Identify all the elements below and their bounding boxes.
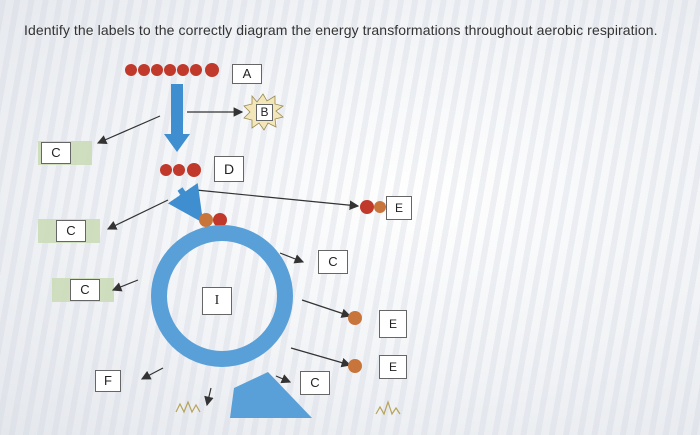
label-i[interactable]: I <box>202 287 232 315</box>
label-e-1[interactable]: E <box>386 196 412 220</box>
glucose-six-carbon-dots <box>125 63 219 77</box>
arrow-to-c-left-3 <box>111 279 139 292</box>
krebs-cycle-outflow <box>230 372 312 418</box>
arrow-to-c-left-1 <box>96 115 161 145</box>
label-c-right-2[interactable]: C <box>300 371 330 395</box>
co2-dots-mid <box>348 311 362 325</box>
pyruvate-three-carbon-dots <box>160 163 201 177</box>
label-b[interactable]: B <box>256 104 273 121</box>
energy-burst-icon <box>375 400 401 416</box>
arrow-to-f <box>140 367 164 380</box>
label-a[interactable]: A <box>232 64 262 84</box>
krebs-cycle-ring <box>151 225 293 367</box>
label-c-left-2[interactable]: C <box>56 220 86 242</box>
acetyl-two-carbon-dots <box>199 213 227 227</box>
energy-burst-icon <box>175 400 201 414</box>
co2-dots-bottom <box>348 359 362 373</box>
label-c-right-1[interactable]: C <box>318 250 348 274</box>
arrow-to-c-right-2 <box>275 374 292 384</box>
arrow-to-co2-bottom <box>290 347 352 368</box>
arrow-to-co2-top <box>195 189 360 210</box>
label-c-left-3[interactable]: C <box>70 279 100 301</box>
label-d[interactable]: D <box>214 156 244 182</box>
label-e-2[interactable]: E <box>379 310 407 338</box>
arrow-to-c-left-2 <box>106 199 169 230</box>
question-text: Identify the labels to the correctly dia… <box>24 22 658 38</box>
arrow-to-c-right-1 <box>279 252 305 264</box>
co2-dots-top <box>360 200 386 214</box>
arrow-to-co2-mid <box>301 299 352 318</box>
glycolysis-arrow <box>164 84 190 152</box>
link-reaction-arrow <box>167 182 204 223</box>
down-arrow-icon <box>204 387 214 407</box>
label-f[interactable]: F <box>95 370 121 392</box>
label-c-left-1[interactable]: C <box>41 142 71 164</box>
label-e-3[interactable]: E <box>379 355 407 379</box>
